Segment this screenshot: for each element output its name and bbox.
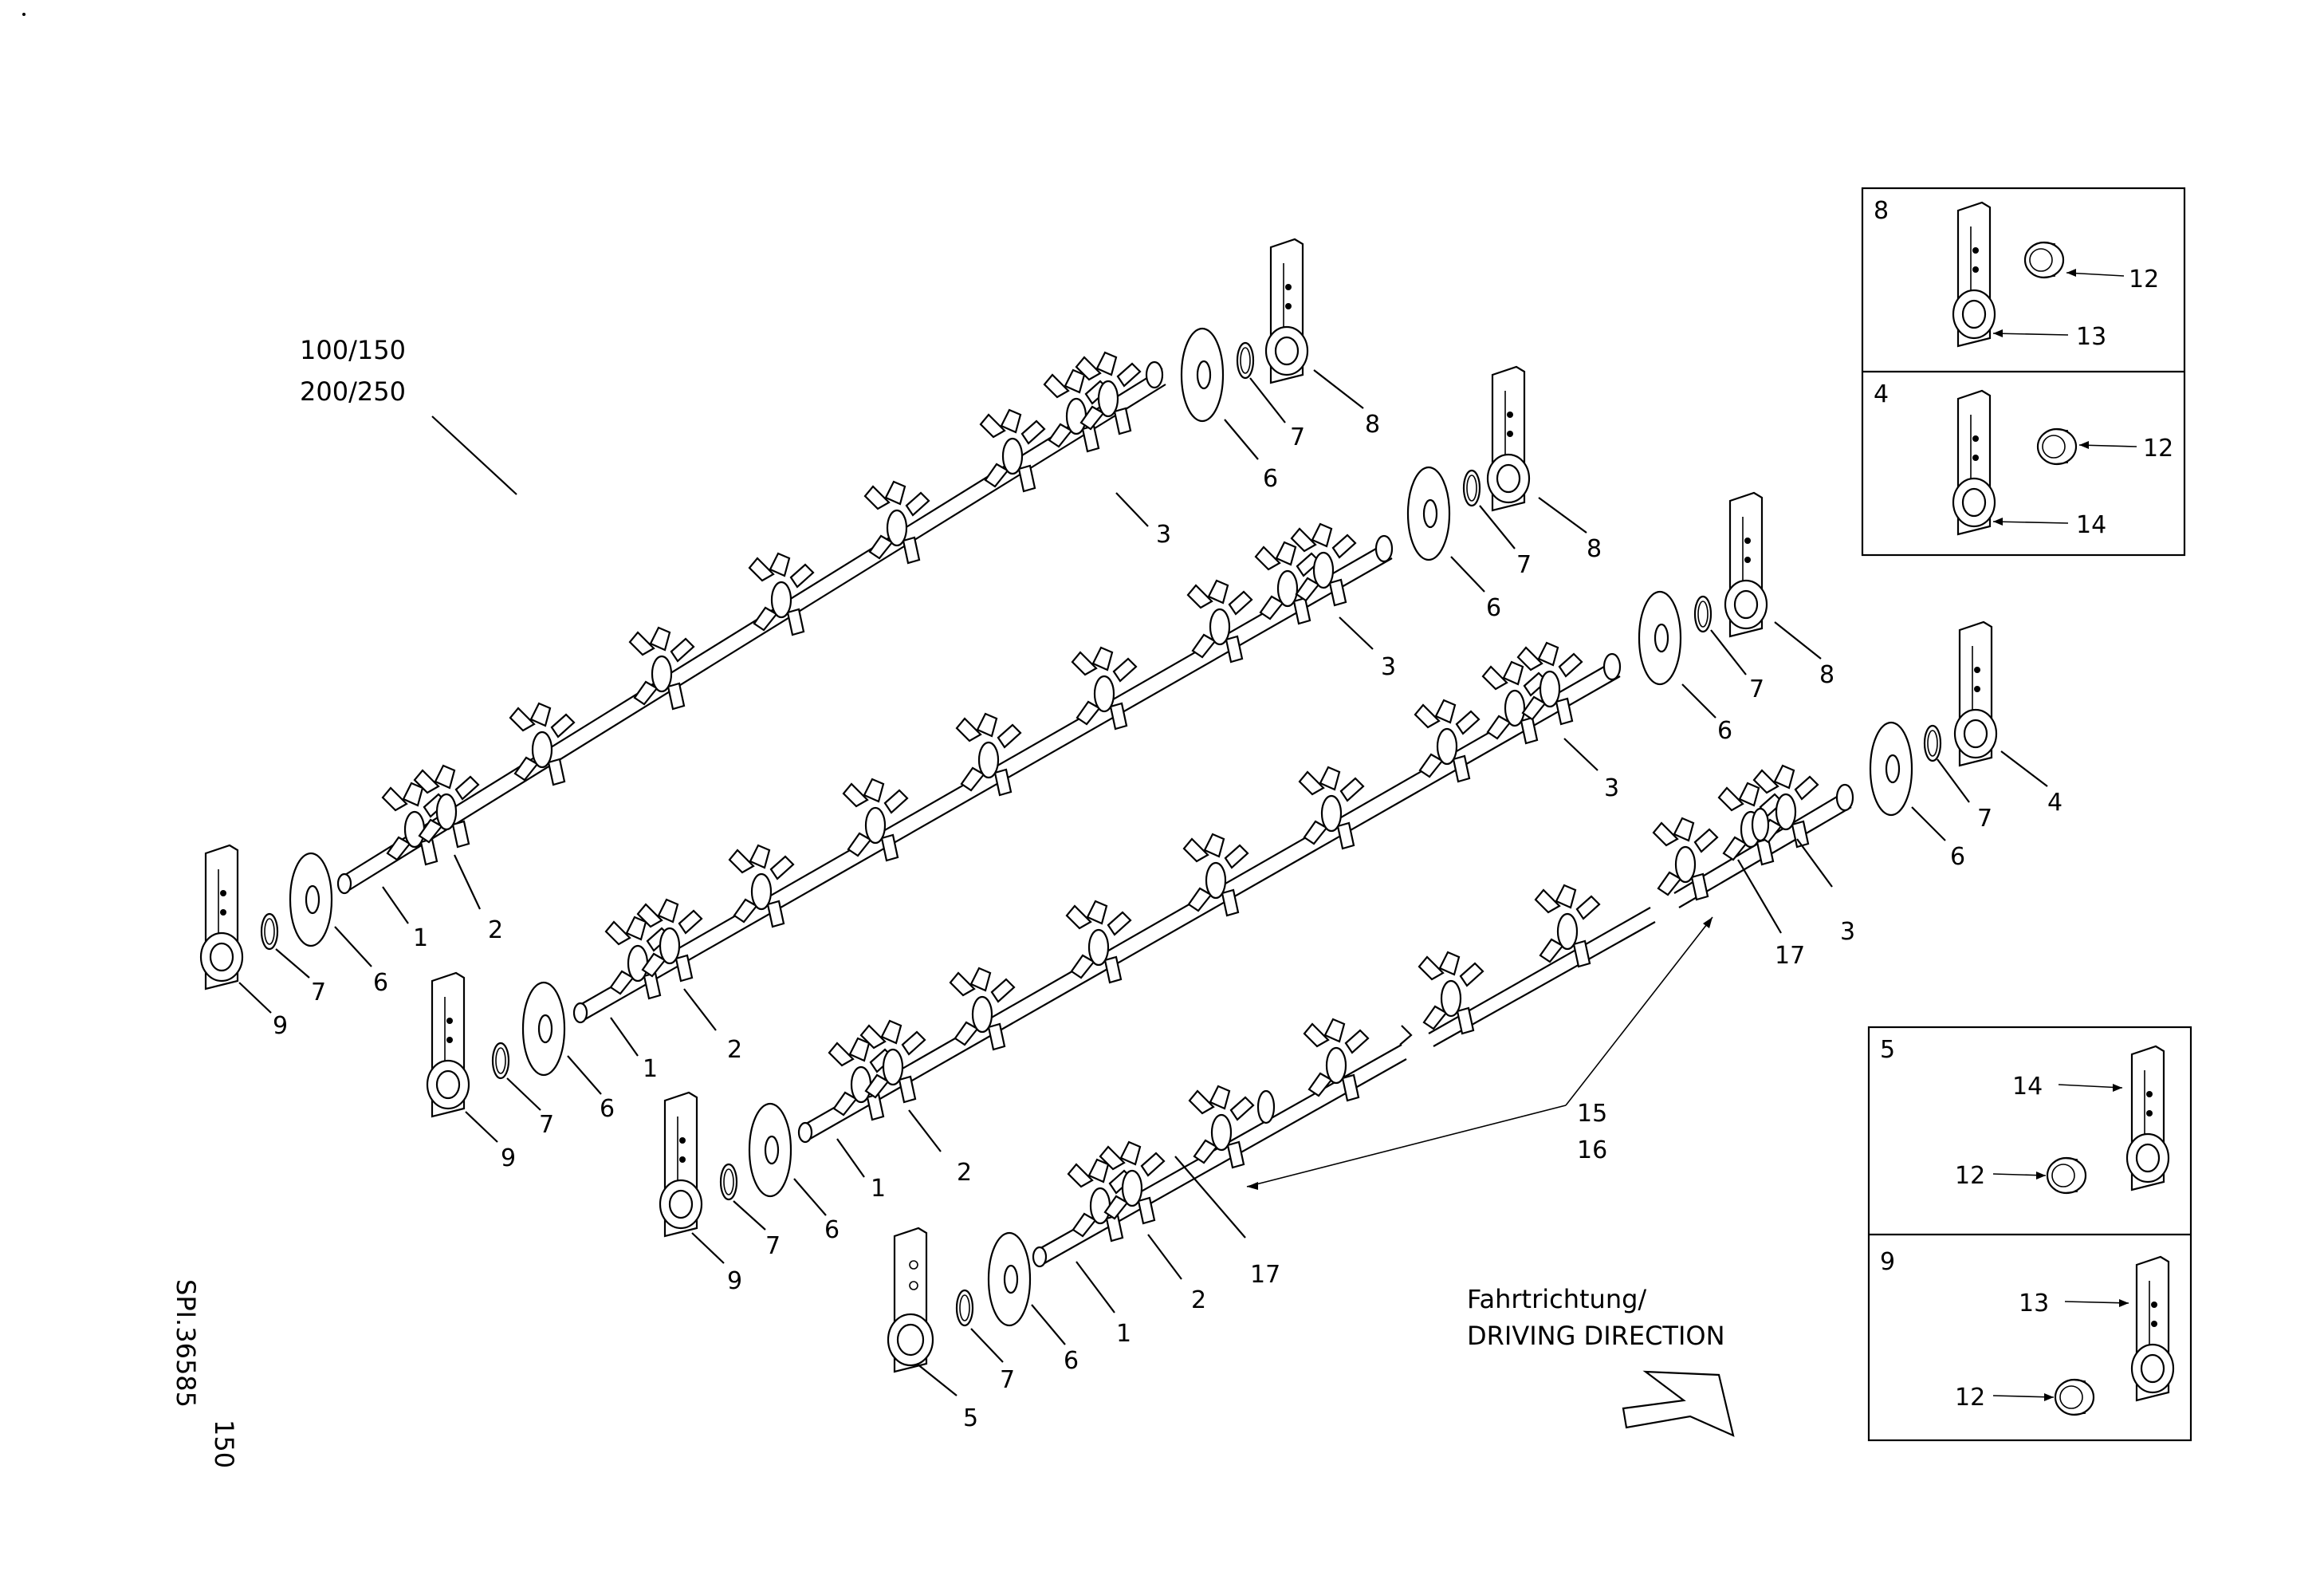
direction-arrow-icon xyxy=(1622,1370,1735,1437)
r2-label-disc-back: 6 xyxy=(1486,594,1501,622)
r4-label-group-b: 16 xyxy=(1577,1136,1607,1164)
r1-label-shaft: 1 xyxy=(413,924,428,952)
inset-8-item-1: 12 xyxy=(2129,266,2159,293)
inset-4-item-1: 12 xyxy=(2143,435,2173,463)
r2-label-end-rotor: 2 xyxy=(727,1036,742,1064)
side-code: 150 SPI.36585 xyxy=(171,1279,239,1468)
side-code-line2: SPI.36585 xyxy=(171,1279,201,1408)
r3-label-disc-back: 6 xyxy=(1717,717,1732,745)
r3-label-ring-front: 7 xyxy=(765,1232,781,1260)
inset-8: 8 12 13 xyxy=(1874,197,2159,351)
inset-top xyxy=(1861,187,2186,557)
variant-label-line2: 200/250 xyxy=(300,376,406,407)
rotor-1: 1 2 3 6 7 8 6 7 9 xyxy=(199,238,1380,1040)
r3-label-shaft: 1 xyxy=(871,1175,886,1203)
r2-label-disc: 6 xyxy=(600,1095,615,1123)
r4-label-shaft: 1 xyxy=(1116,1320,1131,1348)
r3-label-bearing-front: 9 xyxy=(727,1267,742,1295)
inset-4-item-2: 14 xyxy=(2076,511,2106,539)
r2-label-shaft: 1 xyxy=(643,1055,658,1083)
r2-label-ring-back: 7 xyxy=(1516,551,1532,579)
r4-label-disc: 6 xyxy=(1064,1347,1079,1375)
inset-9-item-2: 12 xyxy=(1955,1384,1985,1412)
r4-label-bearing-front: 5 xyxy=(963,1404,978,1432)
r4-label-disc-back: 6 xyxy=(1950,843,1965,871)
r3-label-bearing-back: 8 xyxy=(1819,661,1834,689)
r1-label-bearing-back: 8 xyxy=(1365,411,1380,439)
r4-label-ring-front: 7 xyxy=(1000,1366,1015,1394)
inset-9-item-1: 13 xyxy=(2019,1290,2049,1317)
inset-9-title: 9 xyxy=(1880,1248,1895,1276)
r3-label-ring-back: 7 xyxy=(1749,675,1764,703)
r4-label-end-rotor: 2 xyxy=(1191,1286,1206,1314)
r4-label-rotor-segment: 3 xyxy=(1840,918,1855,946)
direction-line2: DRIVING DIRECTION xyxy=(1467,1321,1725,1351)
r2-label-rotor-segment: 3 xyxy=(1381,653,1396,681)
inset-bottom xyxy=(1867,1026,2192,1442)
r2-label-bearing-back: 8 xyxy=(1587,535,1602,563)
r2-label-ring-front: 7 xyxy=(539,1111,554,1139)
r4-label-ring-back: 7 xyxy=(1977,805,1992,833)
direction-line1: Fahrtrichtung/ xyxy=(1467,1284,1646,1314)
driving-direction: Fahrtrichtung/ DRIVING DIRECTION xyxy=(1467,1284,1735,1437)
rotor-2: 1 2 3 6 7 8 6 7 9 xyxy=(426,365,1602,1172)
side-code-line1: 150 xyxy=(209,1420,239,1468)
r4-label-group-a: 15 xyxy=(1577,1100,1607,1128)
rotor-4: 1 2 17 17 3 6 7 4 6 7 5 15 16 xyxy=(887,620,2063,1432)
inset-4: 4 12 14 xyxy=(1874,380,2173,539)
r1-label-bearing-front: 9 xyxy=(273,1012,288,1040)
inset-5-title: 5 xyxy=(1880,1036,1895,1064)
r4-label-spacer-b: 17 xyxy=(1775,942,1805,970)
r2-label-bearing-front: 9 xyxy=(501,1144,516,1172)
r1-label-disc-back: 6 xyxy=(1263,465,1278,493)
variant-label-line1: 100/150 xyxy=(300,335,406,365)
r1-label-end-rotor: 2 xyxy=(488,916,503,944)
inset-8-title: 8 xyxy=(1874,197,1889,225)
r1-label-rotor-segment: 3 xyxy=(1156,521,1171,549)
r3-label-disc: 6 xyxy=(824,1216,840,1244)
r1-label-disc: 6 xyxy=(373,969,388,997)
inset-5-item-1: 14 xyxy=(2012,1073,2043,1101)
r4-label-bearing-back: 4 xyxy=(2047,789,2063,817)
r1-label-ring-back: 7 xyxy=(1290,423,1305,451)
inset-8-item-2: 13 xyxy=(2076,323,2106,351)
r1-label-ring-front: 7 xyxy=(311,979,326,1006)
inset-4-title: 4 xyxy=(1874,380,1889,408)
rotor-3: 1 2 3 6 7 8 6 7 9 xyxy=(659,491,1834,1295)
inset-5: 5 14 12 xyxy=(1880,1036,2170,1195)
inset-9: 9 13 12 xyxy=(1880,1248,2175,1416)
r4-label-spacer-a: 17 xyxy=(1250,1261,1280,1289)
r3-label-rotor-segment: 3 xyxy=(1604,774,1619,802)
r3-label-end-rotor: 2 xyxy=(957,1159,972,1187)
inset-5-item-2: 12 xyxy=(1955,1162,1985,1190)
